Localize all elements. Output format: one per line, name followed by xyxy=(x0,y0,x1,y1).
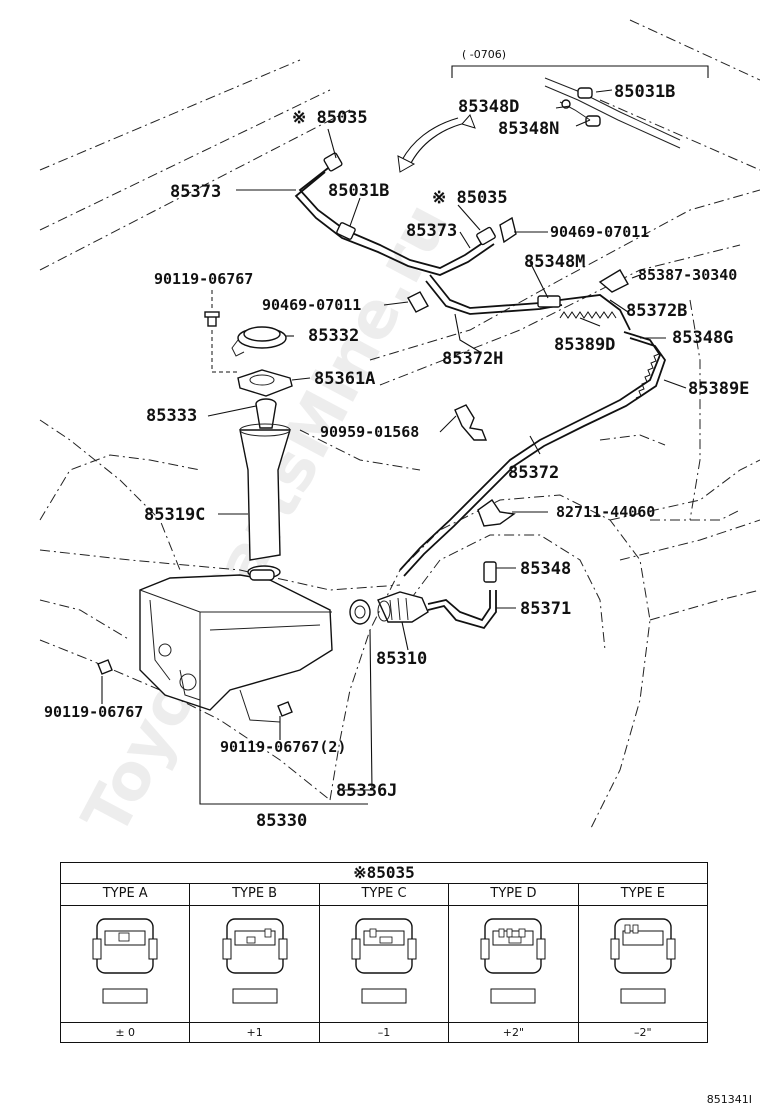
label-85372H: 85372H xyxy=(442,349,503,369)
table-title: ※85035 xyxy=(60,862,708,884)
label-85031B-mid: 85031B xyxy=(328,181,389,201)
bolt-90119-a xyxy=(204,311,220,327)
type-d-header: TYPE D xyxy=(449,883,578,906)
label-85389E: 85389E xyxy=(688,379,749,399)
clip-90959 xyxy=(454,404,488,441)
type-b-column: TYPE B xyxy=(190,883,320,1023)
label-85319C: 85319C xyxy=(144,505,205,525)
nozzle-type-b-icon xyxy=(222,918,288,1004)
label-85332: 85332 xyxy=(308,326,359,346)
type-e-value: –2" xyxy=(634,1026,652,1039)
hose-85373 xyxy=(294,152,517,276)
label-85031B-top: 85031B xyxy=(614,82,675,102)
label-85371: 85371 xyxy=(520,599,571,619)
nozzle-type-table: ※85035 TYPE A TYPE B xyxy=(60,862,709,1043)
label-90959: 90959-01568 xyxy=(320,423,419,441)
label-85373-a: 85373 xyxy=(170,182,221,202)
type-b-value: +1 xyxy=(190,1023,320,1042)
clip-90469-a xyxy=(407,291,429,313)
car-body-outline xyxy=(39,19,760,831)
label-90119-b: 90119-06767 xyxy=(44,703,143,721)
range-bracket: ( -0706) xyxy=(451,48,709,78)
bolt-90119-b xyxy=(97,659,113,675)
label-85372: 85372 xyxy=(508,463,559,483)
grommet-85336J xyxy=(349,599,371,625)
hose-85371 xyxy=(427,561,497,630)
label-85372B: 85372B xyxy=(626,301,687,321)
strainer-85333 xyxy=(255,398,277,429)
nozzle-type-a-icon xyxy=(92,918,158,1004)
direction-arrow xyxy=(397,114,476,173)
type-b-header: TYPE B xyxy=(190,883,319,906)
inset-hose xyxy=(544,77,681,149)
type-a-value: ± 0 xyxy=(61,1023,191,1042)
label-85348M: 85348M xyxy=(524,252,585,272)
leaders xyxy=(101,89,687,805)
label-82711: 82711-44060 xyxy=(556,503,655,521)
label-85373-b: 85373 xyxy=(406,221,457,241)
part-labels: ※ 85035 85031B 85348D 85348N 85373 85031… xyxy=(44,82,749,831)
nozzle-type-e-icon xyxy=(610,918,676,1004)
type-c-column: TYPE C xyxy=(319,883,450,1023)
type-a-header: TYPE A xyxy=(61,883,190,906)
label-85035-top: ※ 85035 xyxy=(292,108,368,128)
label-85310: 85310 xyxy=(376,649,427,669)
label-85333: 85333 xyxy=(146,406,197,426)
label-85348: 85348 xyxy=(520,559,571,579)
illustration-code: 851341I xyxy=(706,1093,752,1106)
label-85330: 85330 xyxy=(256,811,307,831)
type-a-column: TYPE A xyxy=(61,883,191,1023)
adjustment-row: ± 0 +1 –1 +2" –2" xyxy=(60,1023,708,1043)
clip-82711 xyxy=(477,499,516,527)
label-90469-a: 90469-07011 xyxy=(262,296,361,314)
label-85348D: 85348D xyxy=(458,97,519,117)
label-90469-b: 90469-07011 xyxy=(550,223,649,241)
type-e-header: TYPE E xyxy=(578,883,708,906)
tank-85330 xyxy=(139,569,333,723)
type-e-column: TYPE E xyxy=(578,883,709,1023)
pump-85310 xyxy=(377,591,429,623)
label-85387: 85387-30340 xyxy=(638,266,737,284)
type-c-value: –1 xyxy=(320,1023,450,1042)
label-85348N: 85348N xyxy=(498,119,559,139)
type-c-header: TYPE C xyxy=(319,883,449,906)
spring-85389E xyxy=(635,348,660,399)
label-85035-mid: ※ 85035 xyxy=(432,188,508,208)
type-d-value: +2" xyxy=(449,1023,579,1042)
range-note: ( -0706) xyxy=(462,48,506,61)
cap-85332 xyxy=(231,326,287,357)
label-85389D: 85389D xyxy=(554,335,615,355)
nozzle-type-c-icon xyxy=(351,918,417,1004)
nozzle-type-d-icon xyxy=(480,918,546,1004)
label-90119-c: 90119-06767(2) xyxy=(220,738,346,756)
label-85336J: 85336J xyxy=(336,781,397,801)
bracket-85361A xyxy=(237,369,293,397)
spring-85389D xyxy=(559,311,617,319)
label-85348G: 85348G xyxy=(672,328,733,348)
bolt-90119-c xyxy=(277,701,293,717)
label-90119-a: 90119-06767 xyxy=(154,270,253,288)
type-d-column: TYPE D xyxy=(449,883,579,1023)
label-85361A: 85361A xyxy=(314,369,375,389)
